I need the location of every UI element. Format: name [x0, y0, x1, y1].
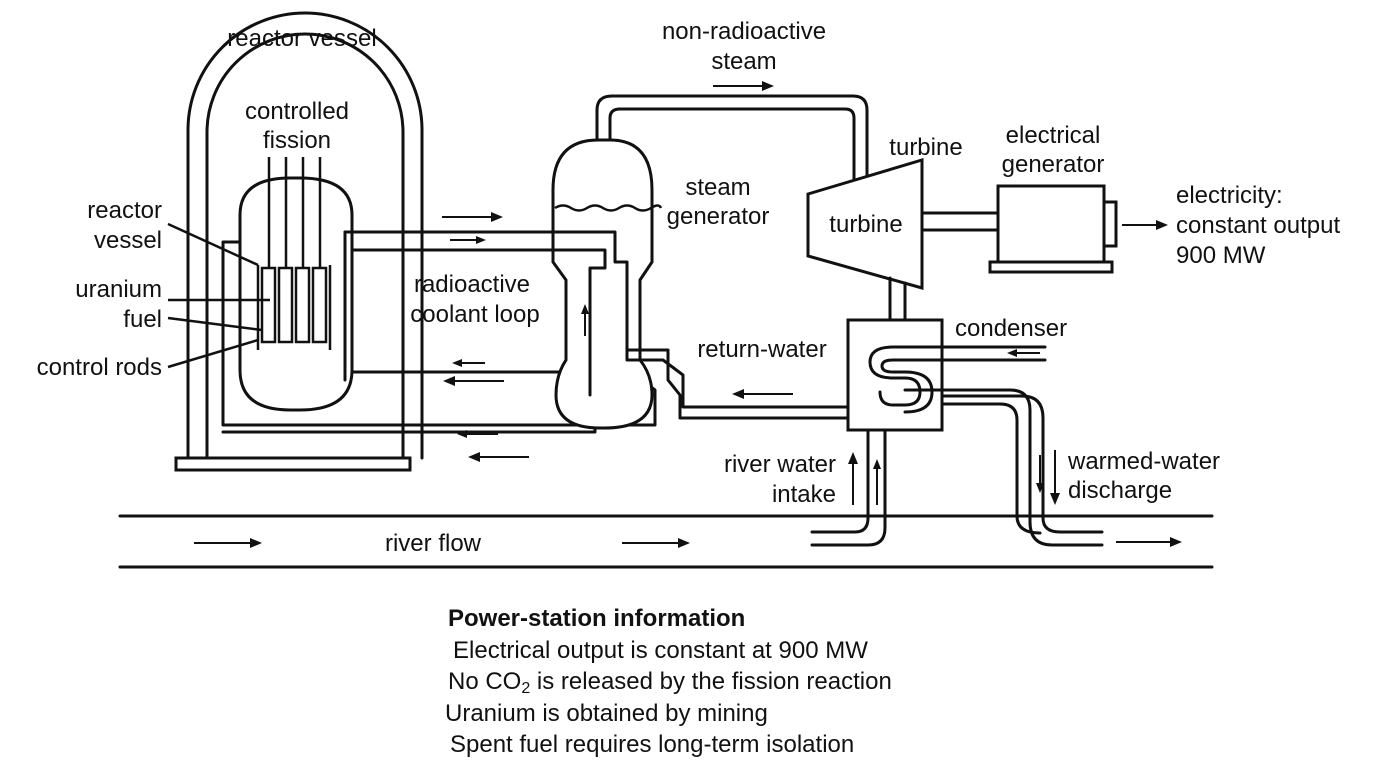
label-river-water-intake: river water — [724, 451, 836, 478]
condenser-coil-inner — [880, 358, 1047, 414]
info-line-co2-sub: 2 — [521, 680, 531, 697]
return-water-pipe — [625, 348, 850, 420]
label-reactor-vessel-top: reactor vessel — [227, 25, 376, 52]
electrical-generator — [996, 184, 1106, 264]
info-line-output: Electrical output is constant at 900 MW — [453, 636, 868, 664]
info-line-co2-pre: No CO — [448, 668, 522, 695]
label-river-water-intake-2: intake — [772, 481, 836, 508]
label-uranium-fuel: uranium — [75, 276, 162, 303]
label-non-radioactive-steam: non-radioactive — [662, 18, 826, 45]
label-steam-generator-2: generator — [667, 203, 770, 230]
reactor-vessel-base — [174, 456, 412, 472]
label-return-water: return-water — [697, 336, 826, 363]
label-electricity-2: constant output — [1176, 212, 1340, 239]
label-controlled-fission-2: fission — [263, 127, 331, 154]
coolant-loop-through-generator-2 — [350, 248, 607, 397]
warmed-water-pipe-outer — [940, 394, 1104, 534]
condenser — [846, 318, 944, 432]
label-non-radioactive-steam-2: steam — [711, 48, 776, 75]
steam-pipe-inner — [608, 107, 856, 183]
label-turbine-inner: turbine — [829, 211, 902, 238]
label-coolant-loop-2: coolant loop — [410, 301, 539, 328]
label-turbine-outer: turbine — [889, 134, 962, 161]
reactor-vessel-outer — [186, 11, 424, 460]
label-electricity-3: 900 MW — [1176, 242, 1266, 269]
reactor-vessel-inner — [205, 32, 405, 460]
condenser-coil — [868, 345, 1047, 407]
label-coolant-loop: radioactive — [414, 271, 530, 298]
label-condenser: condenser — [955, 315, 1067, 342]
generator-terminal — [1102, 200, 1118, 248]
label-reactor-vessel-side-2: vessel — [94, 227, 162, 254]
info-title: Power-station information — [448, 605, 746, 632]
intake-pipe-2 — [810, 428, 887, 547]
warmed-water-pipe-inner — [940, 402, 1042, 535]
label-pointers — [167, 222, 270, 369]
control-rod-tops — [267, 157, 322, 268]
label-steam-generator: steam — [685, 174, 750, 201]
coolant-loop-through-generator — [343, 230, 850, 409]
label-electrical-generator-2: generator — [1002, 151, 1105, 178]
steam-pipe-outer — [595, 94, 869, 180]
steam-generator — [551, 138, 654, 430]
intake-pipe — [810, 428, 870, 534]
label-electrical-generator: electrical — [1006, 122, 1101, 149]
info-line-isolation: Spent fuel requires long-term isolation — [450, 731, 855, 758]
flow-arrows — [194, 81, 1182, 548]
info-line-co2: No CO2 is released by the fission reacti… — [448, 666, 892, 698]
label-control-rods: control rods — [37, 354, 162, 381]
label-reactor-vessel-side: reactor — [87, 197, 162, 224]
label-controlled-fission: controlled — [245, 98, 349, 125]
turbine — [806, 157, 924, 290]
steam-generator-water-surface — [554, 204, 663, 212]
label-warmed-water-discharge: warmed-water — [1067, 448, 1220, 475]
info-line-mining: Uranium is obtained by mining — [445, 699, 768, 727]
power-station-info: Power-station information Electrical out… — [445, 603, 892, 761]
label-warmed-water-discharge-2: discharge — [1068, 477, 1172, 504]
generator-base — [988, 260, 1114, 274]
info-line-co2-post: is released by the fission reaction — [530, 668, 892, 695]
label-electricity: electricity: — [1176, 182, 1283, 209]
fuel-rods — [256, 265, 332, 350]
label-uranium-fuel-2: fuel — [123, 306, 162, 333]
label-river-flow: river flow — [385, 530, 482, 557]
warmed-water-pipe — [903, 388, 1104, 547]
